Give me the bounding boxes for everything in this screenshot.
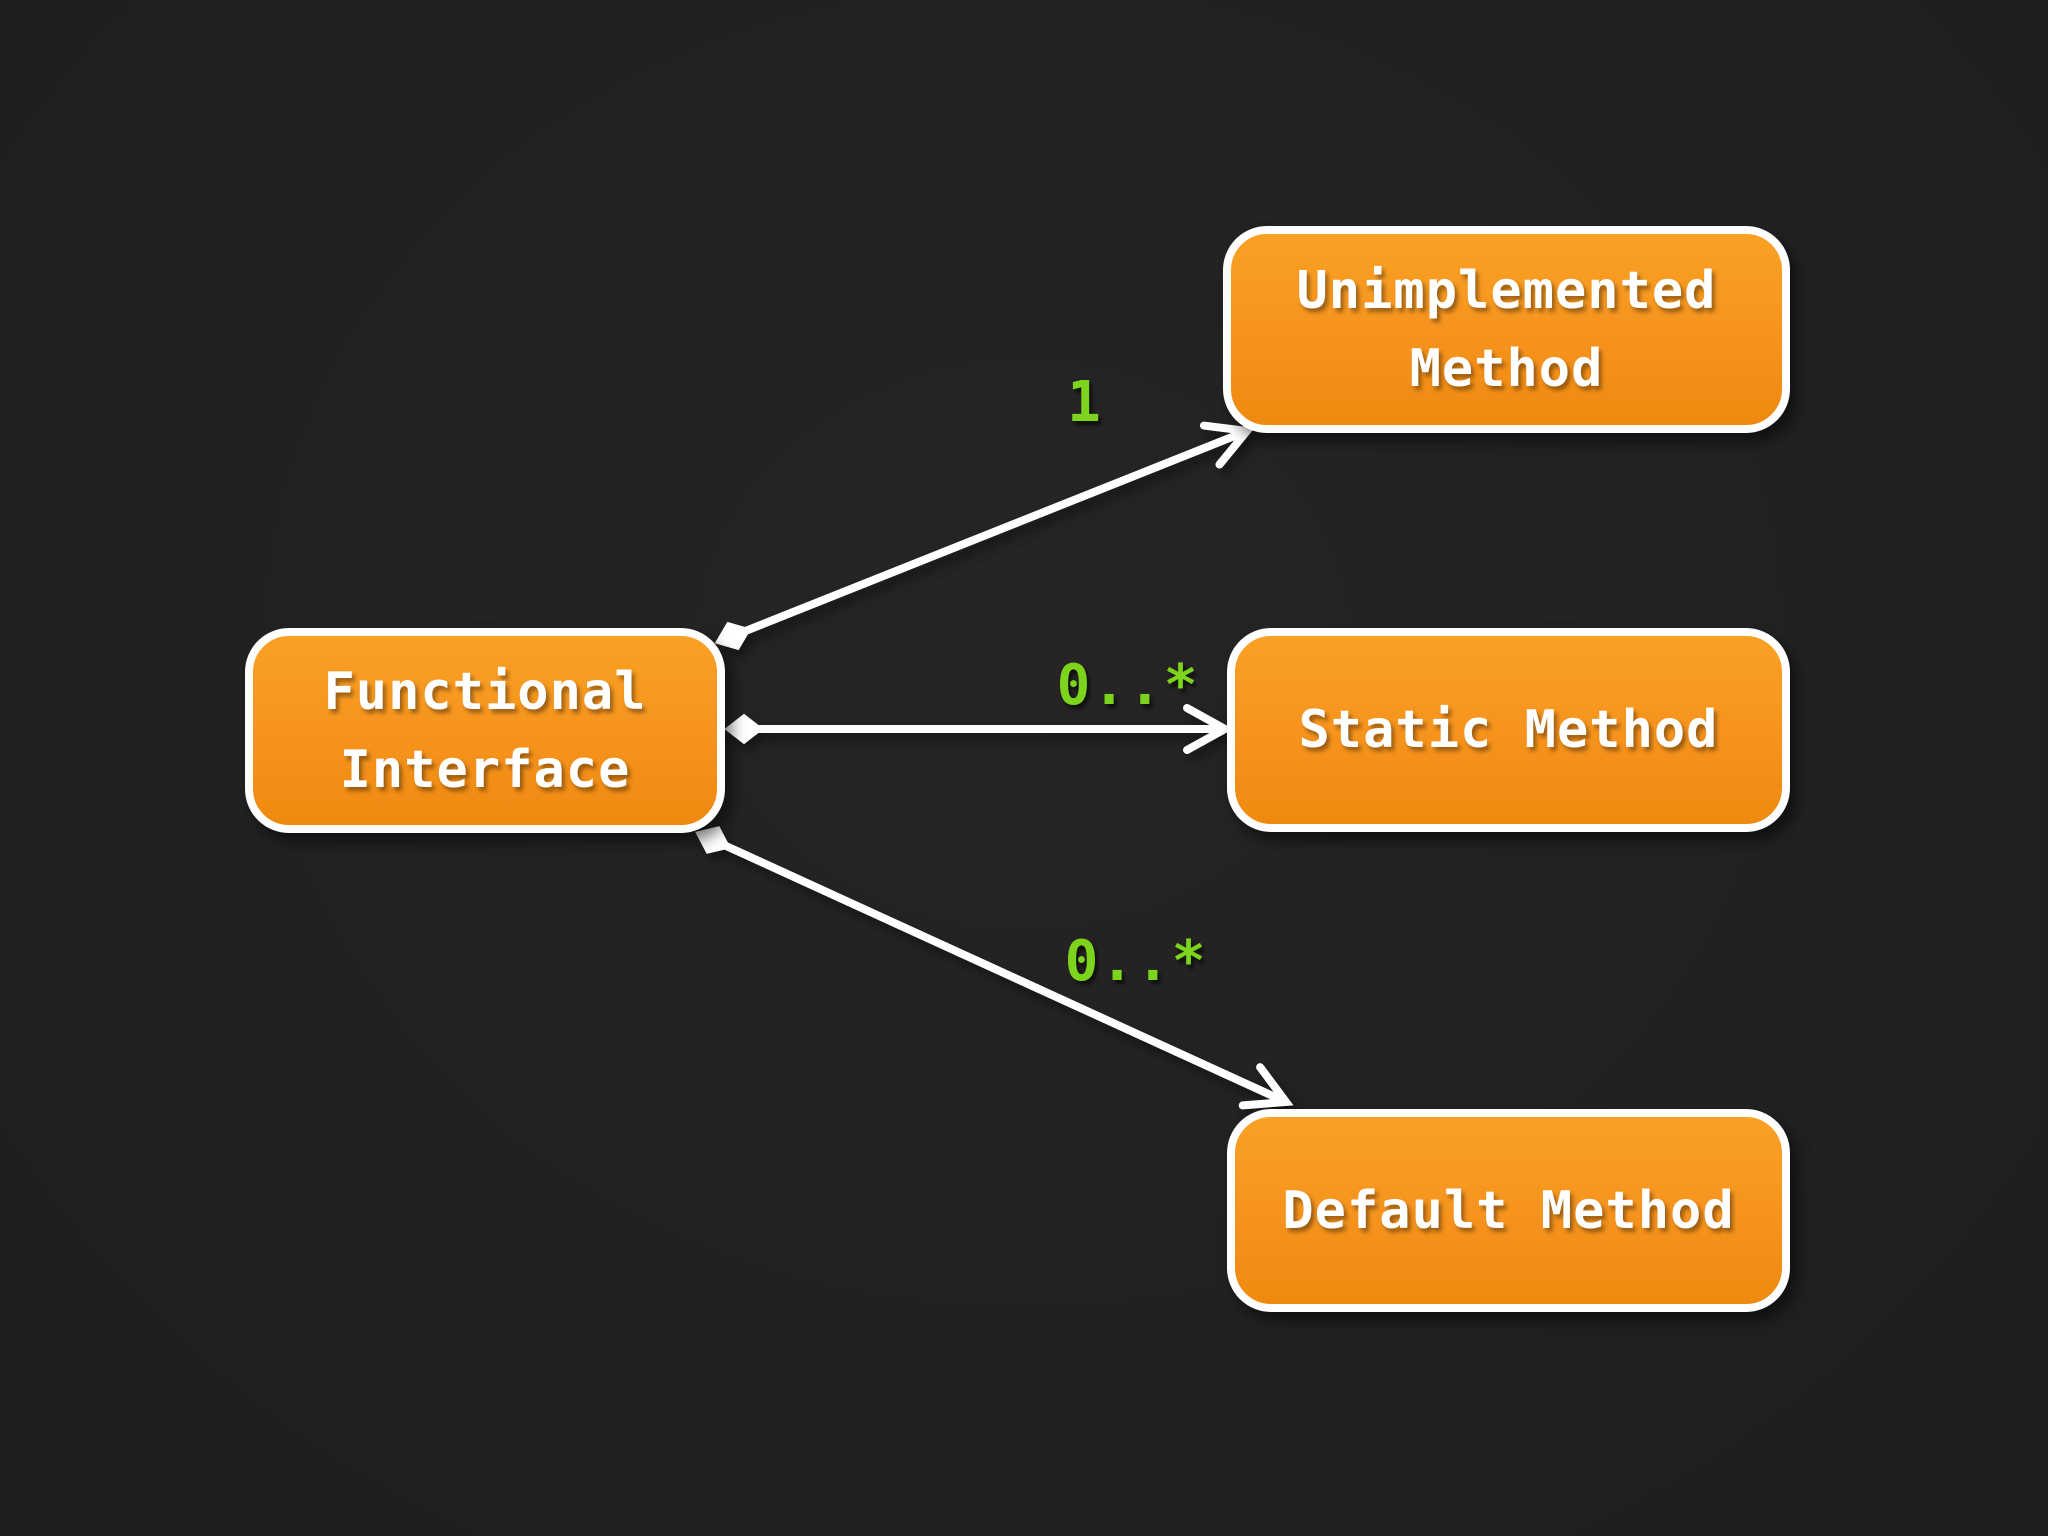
aggregation-diamond-icon [724,713,764,745]
node-label: Unimplemented Method [1296,260,1717,399]
node-label: Functional Interface [323,661,647,800]
edge-line [731,427,1249,640]
edge-multiplicity-label: 0..* [1056,653,1200,718]
node-label: Static Method [1298,700,1719,760]
edge-line [711,836,1288,1106]
aggregation-diamond-icon [714,621,752,651]
node-label: Default Method [1282,1180,1735,1241]
node-default-method: Default Method [1227,1109,1790,1312]
node-static-method: Static Method [1227,628,1790,832]
open-arrowhead-icon [1183,704,1234,754]
open-arrowhead-icon [1199,421,1255,469]
aggregation-diamond-icon [695,826,731,854]
node-functional-interface: Functional Interface [245,628,725,833]
edge-functional-to-unimplemented [714,421,1255,651]
node-unimplemented-method: Unimplemented Method [1223,226,1790,433]
open-arrowhead-icon [1238,1063,1294,1110]
edge-functional-to-default [695,826,1294,1110]
edge-multiplicity-label: 1 [1067,370,1103,435]
edge-multiplicity-label: 0..* [1064,929,1208,994]
edge-functional-to-static [724,704,1234,754]
